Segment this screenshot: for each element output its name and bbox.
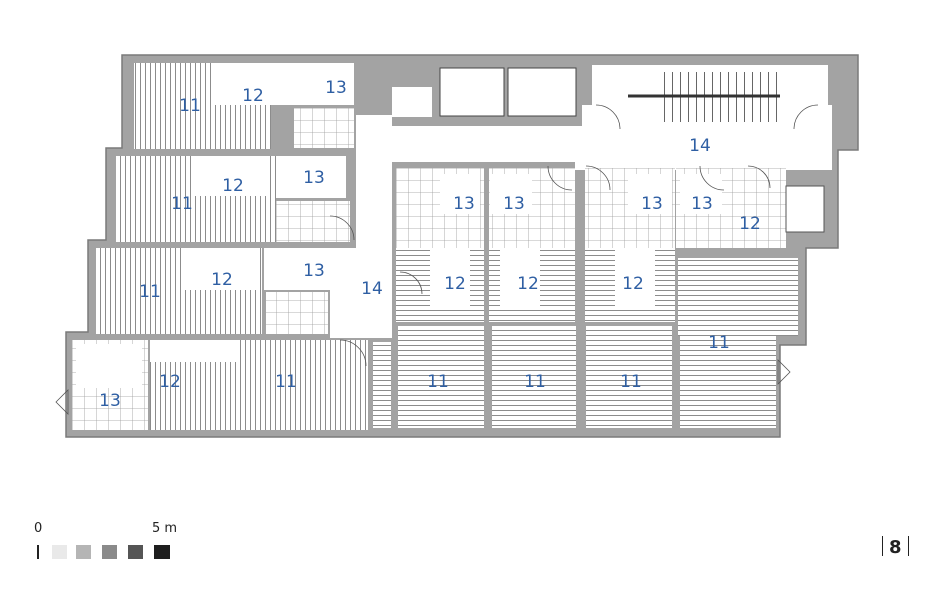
scale-start-label: 0 xyxy=(34,521,42,536)
room-label-12-c: 12 xyxy=(211,270,233,290)
door-swings xyxy=(55,104,819,415)
page-number: 8 xyxy=(876,536,915,558)
page-number-bar-left xyxy=(882,536,883,556)
room-label-13-h: 13 xyxy=(691,194,713,214)
room-label-12-a: 12 xyxy=(242,86,264,106)
room-label-13-b: 13 xyxy=(303,168,325,188)
room-label-12-e: 12 xyxy=(444,274,466,294)
room-label-11-b: 11 xyxy=(171,194,193,214)
scale-end-label: 5 m xyxy=(152,521,177,536)
page-number-value: 8 xyxy=(889,537,902,558)
room-label-11-c: 11 xyxy=(139,282,161,302)
room-label-12-b: 12 xyxy=(222,176,244,196)
room-label-13-f: 13 xyxy=(503,194,525,214)
room-label-11-e: 11 xyxy=(427,372,449,392)
room-label-12-d: 12 xyxy=(159,372,181,392)
room-label-12-f: 12 xyxy=(517,274,539,294)
corridor xyxy=(330,105,832,338)
room-label-12-g: 12 xyxy=(622,274,644,294)
page-number-bar-right xyxy=(907,536,909,556)
room-label-13-e: 13 xyxy=(453,194,475,214)
room-label-11-d: 11 xyxy=(275,372,297,392)
room-label-13-c: 13 xyxy=(303,261,325,281)
room-label-13-d: 13 xyxy=(99,391,121,411)
room-label-13-a: 13 xyxy=(325,78,347,98)
left-units xyxy=(72,63,368,430)
room-label-11-a: 11 xyxy=(179,96,201,116)
room-label-14-a: 14 xyxy=(361,279,383,299)
room-label-11-g: 11 xyxy=(620,372,642,392)
right-units xyxy=(373,168,825,428)
room-label-11-h: 11 xyxy=(708,333,730,353)
room-label-11-f: 11 xyxy=(524,372,546,392)
room-label-14-b: 14 xyxy=(689,136,711,156)
scale-bar: 0 5 m xyxy=(34,521,177,559)
room-label-12-h: 12 xyxy=(739,214,761,234)
room-label-13-g: 13 xyxy=(641,194,663,214)
core xyxy=(392,65,828,125)
